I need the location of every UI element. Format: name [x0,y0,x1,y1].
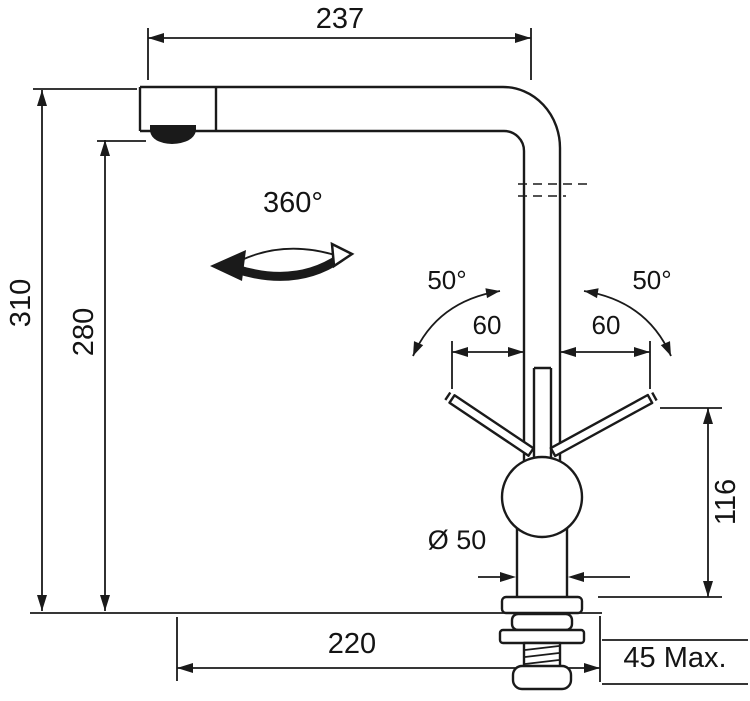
arrow-icon [485,288,500,299]
faucet-outline [138,85,658,615]
washer [498,628,586,645]
arrow-right-icon [584,663,600,673]
swivel-symbol: 360° [210,187,355,281]
dim-237: 237 [147,3,532,80]
spout-outer-line [140,85,562,462]
angle-left-label: 50° [427,265,466,295]
mounting-nut [511,664,573,691]
dim-310-label: 310 [5,279,37,327]
arrow-icon [584,288,599,299]
base-flange [500,595,584,615]
swivel-label: 360° [263,187,323,219]
dim-116: 116 [598,407,742,598]
dim-45-label: 45 Max. [623,642,726,674]
rotation-arrow-icon [210,250,246,281]
arrow-right-icon [500,572,516,582]
dim-310: 310 [5,88,137,611]
arrow-left-icon [177,663,193,673]
dim-116-extensions [598,407,722,598]
arrow-up-icon [100,140,110,156]
arrow-up-icon [37,90,47,106]
arrow-down-icon [100,595,110,611]
angle-right-label: 50° [632,265,671,295]
dim-60-right: 60 [560,310,651,389]
dim-280-label: 280 [68,308,100,356]
dim-60-right-label: 60 [592,310,621,340]
dim-60-left: 60 [451,310,524,389]
dim-diameter-label: Ø 50 [428,525,487,555]
dim-60-left-label: 60 [473,310,502,340]
arrow-right-icon [515,33,531,43]
arrow-icon [413,341,424,356]
arrow-right-icon [634,347,650,357]
lever-right [549,393,654,458]
arrow-left-icon [148,33,164,43]
dim-220-extensions [176,616,601,682]
mounting-hardware [498,612,586,691]
mixer-body-sphere [500,455,584,539]
arrow-up-icon [703,408,713,424]
dim-45-max: 45 Max. [602,639,748,685]
aerator [150,125,196,144]
dim-237-label: 237 [316,3,364,35]
lever-neutral [532,366,553,460]
dim-237-extensions [147,28,532,80]
rotation-arrow-open-icon [330,241,355,269]
mounting-ring [510,612,574,632]
dim-angle-left: 50° [412,265,501,357]
dim-45-lines [602,639,748,685]
lever-left-tip-cap [444,391,452,401]
arrow-icon [660,341,671,356]
dim-diameter: Ø 50 [428,525,630,582]
dim-220-label: 220 [328,628,376,660]
body-cylinder [515,528,569,597]
arrow-left-icon [560,347,576,357]
arrow-down-icon [37,595,47,611]
dim-280: 280 [68,140,146,611]
lever-left [448,394,535,457]
dim-116-label: 116 [710,479,742,525]
dim-angle-right: 50° [583,265,672,357]
lever-right-tip-cap [651,392,658,402]
rotation-arc-near [231,253,345,281]
arrow-left-icon [452,347,468,357]
arrow-down-icon [703,581,713,597]
spout-inner-line [140,129,526,462]
arrow-right-icon [508,347,524,357]
thread-lines [524,645,560,665]
arrow-left-icon [568,572,584,582]
